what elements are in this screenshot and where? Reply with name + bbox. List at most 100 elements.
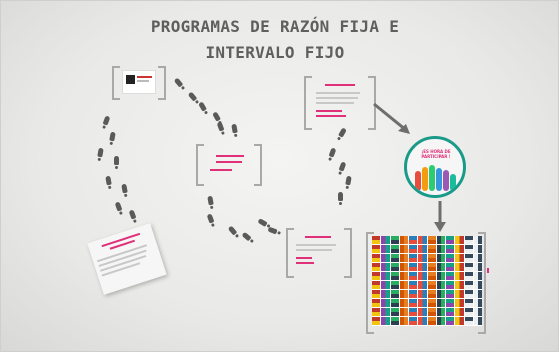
flag-tile bbox=[427, 263, 436, 271]
flag-tile bbox=[418, 308, 427, 316]
card-bracket-left bbox=[196, 144, 204, 186]
flag-tile bbox=[455, 308, 464, 316]
flag-tile bbox=[381, 281, 390, 289]
card-intervals[interactable] bbox=[316, 84, 364, 117]
flag-tile bbox=[409, 263, 418, 271]
flag-tile bbox=[455, 272, 464, 280]
flag-tile bbox=[455, 317, 464, 325]
flag-tile bbox=[473, 263, 482, 271]
card-bracket-right bbox=[368, 76, 376, 130]
flag-tile bbox=[436, 290, 445, 298]
card-line bbox=[296, 262, 314, 264]
flag-tile bbox=[418, 245, 427, 253]
flag-tile bbox=[464, 317, 473, 325]
flag-tile bbox=[409, 245, 418, 253]
card-line bbox=[316, 97, 358, 99]
flag-tile bbox=[455, 263, 464, 271]
flag-tile bbox=[381, 263, 390, 271]
flag-tile bbox=[409, 254, 418, 262]
flag-tile bbox=[427, 254, 436, 262]
flag-tile bbox=[446, 236, 455, 244]
flag-tile bbox=[464, 281, 473, 289]
card-ratio[interactable] bbox=[296, 236, 340, 264]
flag-tile bbox=[427, 317, 436, 325]
flag-tile bbox=[372, 245, 381, 253]
flag-tile bbox=[427, 299, 436, 307]
flag-tile bbox=[399, 290, 408, 298]
flag-tile bbox=[464, 254, 473, 262]
raised-hands-icon bbox=[413, 163, 459, 195]
flag-tile bbox=[399, 254, 408, 262]
flag-tile bbox=[372, 308, 381, 316]
presentation-title: PROGRAMAS DE RAZÓN FIJA E INTERVALO FIJO bbox=[140, 14, 410, 66]
card-heading bbox=[325, 84, 355, 86]
flag-tile bbox=[436, 308, 445, 316]
pink-marker bbox=[487, 268, 489, 273]
flag-tile bbox=[418, 290, 427, 298]
flag-tile bbox=[399, 272, 408, 280]
flag-tile bbox=[372, 263, 381, 271]
flag-tile bbox=[381, 317, 390, 325]
thumbnail-image[interactable] bbox=[122, 70, 156, 94]
flag-tile bbox=[446, 254, 455, 262]
flag-tile bbox=[455, 254, 464, 262]
flag-tile bbox=[372, 272, 381, 280]
flag-tile bbox=[455, 281, 464, 289]
flag-tile bbox=[427, 272, 436, 280]
card-bracket-right bbox=[158, 66, 166, 100]
card-line bbox=[296, 257, 312, 259]
flag-tile bbox=[446, 308, 455, 316]
card-reinforcement[interactable] bbox=[210, 150, 250, 171]
flag-tile bbox=[372, 281, 381, 289]
flag-tile bbox=[372, 254, 381, 262]
flag-tile bbox=[446, 245, 455, 253]
flag-tile bbox=[446, 281, 455, 289]
flag-tile bbox=[372, 299, 381, 307]
flag-tile bbox=[372, 236, 381, 244]
flag-tile bbox=[446, 317, 455, 325]
flag-tile bbox=[399, 317, 408, 325]
card-line bbox=[316, 102, 354, 104]
card-bracket-right bbox=[254, 144, 262, 186]
flag-tile bbox=[409, 308, 418, 316]
card-bracket-left bbox=[286, 228, 294, 278]
flag-tile bbox=[409, 281, 418, 289]
world-flags-image[interactable] bbox=[372, 236, 482, 326]
footprint-icon bbox=[114, 156, 119, 169]
flag-tile bbox=[418, 263, 427, 271]
flag-tile bbox=[381, 245, 390, 253]
flag-tile bbox=[418, 254, 427, 262]
flag-tile bbox=[418, 236, 427, 244]
flag-tile bbox=[390, 299, 399, 307]
flag-tile bbox=[473, 299, 482, 307]
flag-tile bbox=[399, 299, 408, 307]
card-bracket-left bbox=[304, 76, 312, 130]
flag-tile bbox=[436, 254, 445, 262]
flag-tile bbox=[473, 254, 482, 262]
flag-tile bbox=[455, 299, 464, 307]
flag-tile bbox=[464, 290, 473, 298]
flag-tile bbox=[418, 281, 427, 289]
flag-tile bbox=[473, 308, 482, 316]
flag-tile bbox=[409, 299, 418, 307]
flag-tile bbox=[464, 299, 473, 307]
flag-tile bbox=[399, 281, 408, 289]
flag-tile bbox=[390, 290, 399, 298]
flag-tile bbox=[409, 236, 418, 244]
flag-tile bbox=[436, 236, 445, 244]
thumbnail-icon bbox=[126, 75, 135, 84]
card-bracket-right bbox=[344, 228, 352, 278]
card-line bbox=[316, 115, 346, 117]
card-line bbox=[296, 249, 332, 251]
card-heading bbox=[216, 150, 244, 157]
participate-circle[interactable]: ¡ES HORA DE PARTICIPAR ! bbox=[404, 136, 466, 198]
flag-tile bbox=[427, 245, 436, 253]
flag-tile bbox=[399, 308, 408, 316]
flag-tile bbox=[390, 308, 399, 316]
card-heading bbox=[305, 236, 331, 238]
flag-tile bbox=[409, 290, 418, 298]
card-line bbox=[316, 110, 342, 112]
flag-tile bbox=[446, 272, 455, 280]
flag-tile bbox=[455, 245, 464, 253]
flag-tile bbox=[427, 236, 436, 244]
